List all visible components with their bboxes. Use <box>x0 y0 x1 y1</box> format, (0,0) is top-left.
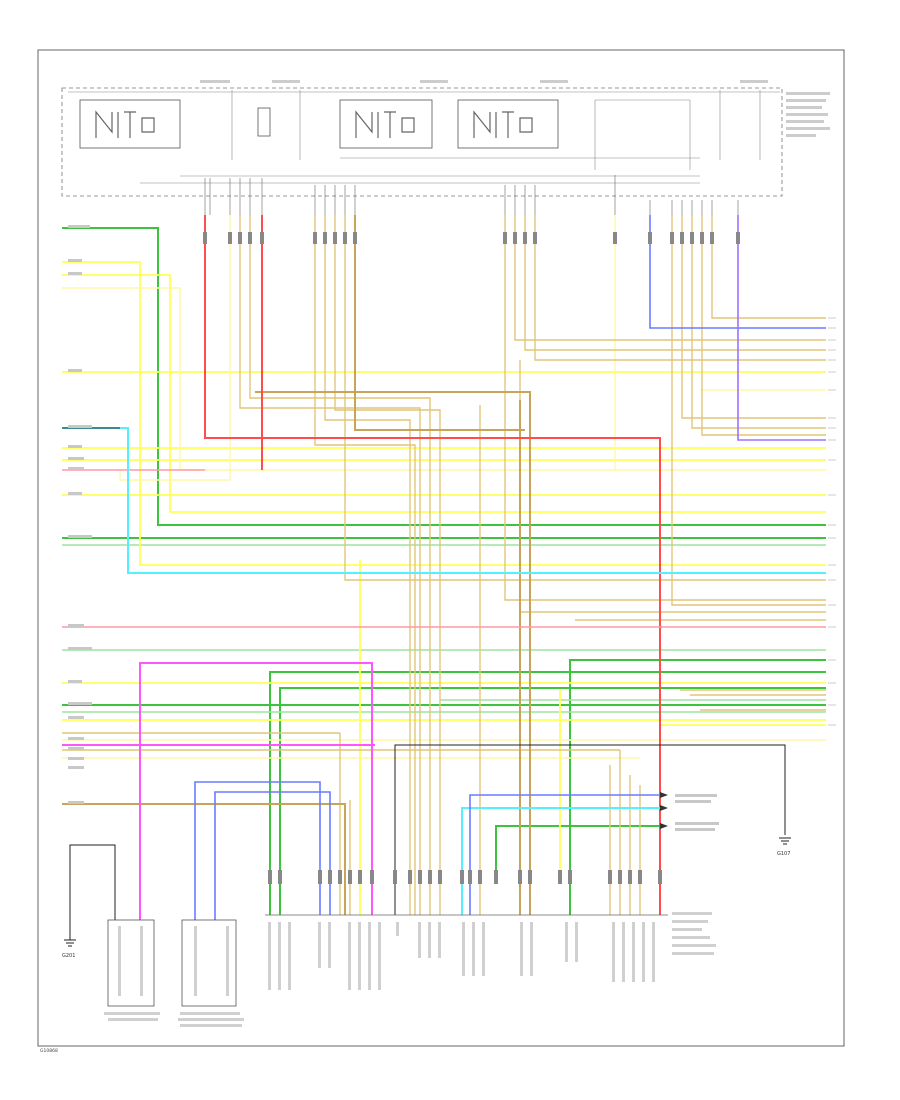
wires-red <box>204 215 661 915</box>
wires-blue <box>194 215 826 920</box>
component-middle-labels <box>178 926 244 1027</box>
module-header-strips <box>200 80 768 83</box>
chip-patterns <box>95 110 533 138</box>
bottom-right-legend-strips <box>672 912 716 955</box>
wires-yellow <box>62 261 826 915</box>
arrow-label-strips <box>675 794 719 831</box>
wires-green <box>62 227 826 915</box>
ground-icon-left <box>64 939 76 947</box>
wires-violet <box>737 215 826 441</box>
connector-marks-bottom <box>268 870 662 884</box>
module-chip-blocks <box>79 99 559 149</box>
module-description-strips <box>786 92 830 137</box>
control-module-box <box>61 87 783 197</box>
wires-pale-yellow <box>62 215 826 759</box>
bottom-pin-label-strips <box>268 922 655 990</box>
arrow-icons <box>660 792 668 829</box>
footer-code: G10868 <box>40 1048 58 1054</box>
left-wire-label-strips <box>68 225 92 804</box>
component-box-left <box>107 919 155 1007</box>
component-box-middle <box>181 919 237 1007</box>
wires-pink <box>62 469 826 628</box>
wires-magenta <box>62 662 375 920</box>
connector-marks-top <box>203 232 740 244</box>
component-left-labels <box>104 926 160 1021</box>
connector-pins-top <box>204 175 739 215</box>
ground-label-left: G201 <box>62 953 75 959</box>
wires-light-green <box>62 544 826 713</box>
module-internal-lines <box>68 90 780 184</box>
outer-frame <box>37 49 845 1047</box>
ground-label-right: G107 <box>777 851 790 857</box>
wires-brown <box>62 215 531 915</box>
right-label-ticks <box>828 317 836 726</box>
ground-icon-right <box>779 837 791 845</box>
